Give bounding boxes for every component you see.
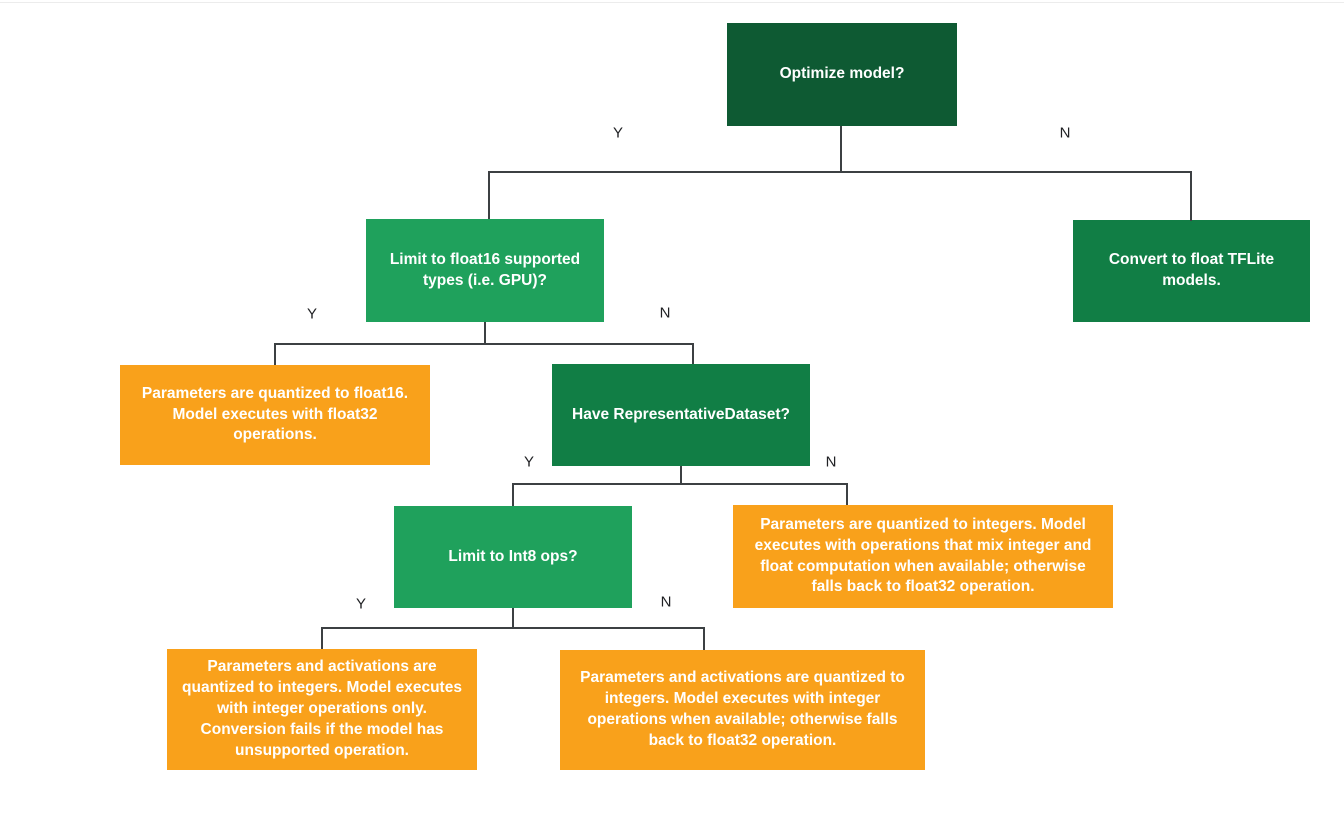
connector-line <box>321 627 705 629</box>
node-limit-float16: Limit to float16 supported types (i.e. G… <box>366 219 604 322</box>
connector-line <box>1190 171 1192 221</box>
branch-label-optimize-no: N <box>1059 124 1071 142</box>
connector-line <box>484 322 486 345</box>
connector-line <box>274 343 694 345</box>
connector-line <box>846 483 848 505</box>
node-have-representative-dataset: Have RepresentativeDataset? <box>552 364 810 466</box>
branch-label-repdataset-yes: Y <box>523 453 535 471</box>
branch-label-int8-yes: Y <box>355 595 367 613</box>
node-result-float16-quantized: Parameters are quantized to float16. Mod… <box>120 365 430 465</box>
branch-label-float16-no: N <box>659 304 671 322</box>
page-top-border <box>0 2 1344 3</box>
node-convert-float-tflite: Convert to float TFLite models. <box>1073 220 1310 322</box>
node-result-integer-only: Parameters and activations are quantized… <box>167 649 477 770</box>
connector-line <box>321 627 323 649</box>
connector-line <box>512 483 848 485</box>
connector-line <box>840 126 842 172</box>
connector-line <box>488 171 1192 173</box>
node-optimize-model: Optimize model? <box>727 23 957 126</box>
connector-line <box>512 608 514 629</box>
connector-line <box>680 466 682 485</box>
node-result-integer-fallback: Parameters and activations are quantized… <box>560 650 925 770</box>
connector-line <box>512 483 514 506</box>
connector-line <box>274 343 276 365</box>
branch-label-float16-yes: Y <box>306 305 318 323</box>
connector-line <box>703 627 705 650</box>
branch-label-repdataset-no: N <box>825 453 837 471</box>
branch-label-int8-no: N <box>660 593 672 611</box>
connector-line <box>488 171 490 219</box>
node-limit-int8-ops: Limit to Int8 ops? <box>394 506 632 608</box>
connector-line <box>692 343 694 364</box>
branch-label-optimize-yes: Y <box>612 124 624 142</box>
node-result-mixed-int-float: Parameters are quantized to integers. Mo… <box>733 505 1113 608</box>
